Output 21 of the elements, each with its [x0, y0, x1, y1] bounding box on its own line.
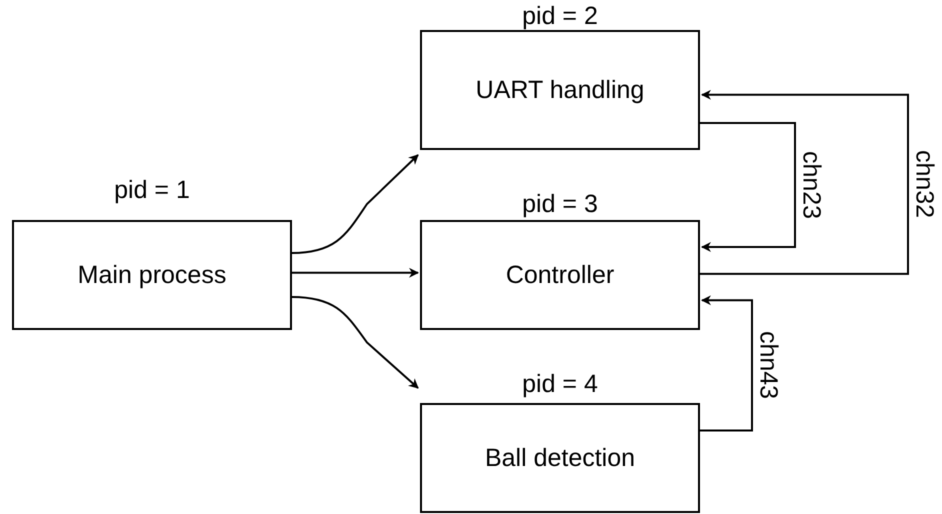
arrow: [292, 154, 419, 254]
process-name: Ball detection: [484, 444, 636, 472]
arrow: [292, 296, 419, 389]
process-id-label: pid = 4: [522, 370, 598, 399]
process-name: Controller: [506, 260, 614, 290]
process-name: UART handling: [476, 76, 644, 104]
arrow: [292, 268, 419, 278]
arrow: [700, 295, 753, 432]
process-box: [420, 220, 700, 330]
arrow: [700, 90, 909, 275]
process-id-label: pid = 1: [114, 176, 190, 205]
process-name: Main process: [78, 260, 226, 290]
channel-label: chn43: [754, 331, 782, 400]
arrow: [700, 122, 796, 252]
process-box: [12, 220, 292, 330]
process-box: [420, 30, 700, 150]
channel-label: chn32: [910, 150, 938, 218]
channel-label: chn23: [796, 150, 826, 220]
process-box: [420, 403, 700, 513]
process-id-label: pid = 3: [522, 190, 598, 219]
process-id-label: pid = 2: [522, 2, 598, 31]
